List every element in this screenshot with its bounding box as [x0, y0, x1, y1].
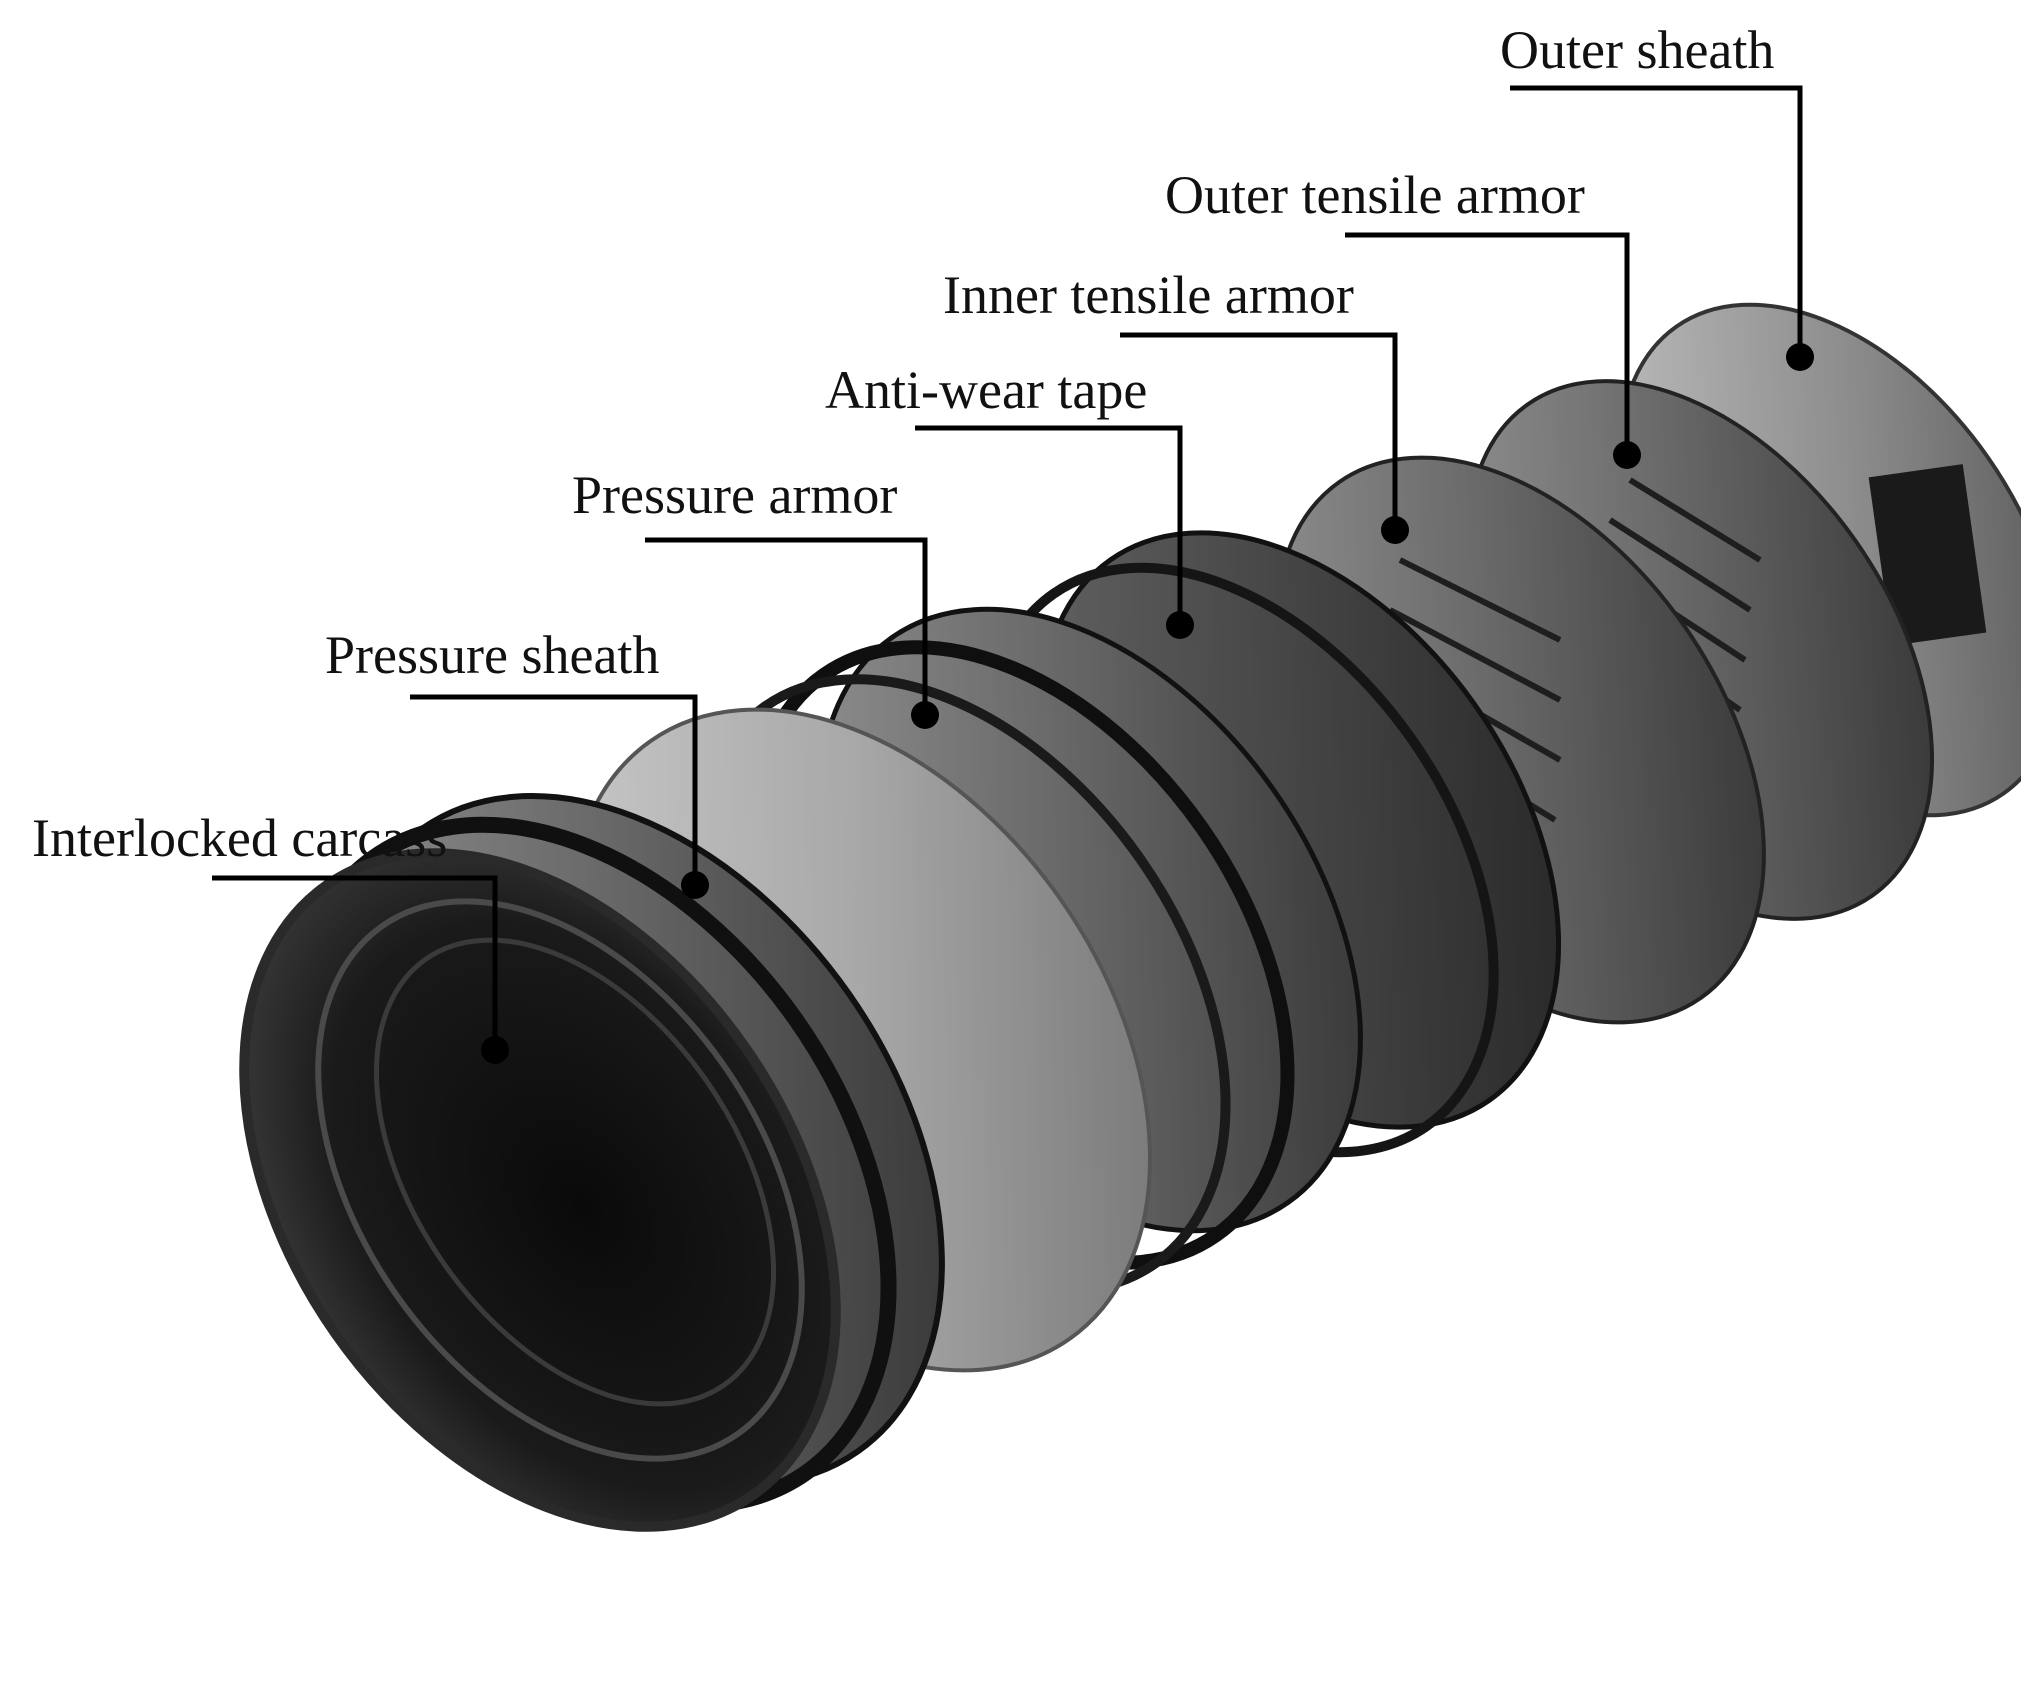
leader-pressure-armor [645, 537, 928, 710]
dot-pressure-sheath [681, 871, 709, 899]
dot-inner-tensile-armor [1381, 516, 1409, 544]
dot-outer-tensile-armor [1613, 441, 1641, 469]
label-inner-tensile-armor: Inner tensile armor [943, 265, 1354, 325]
label-outer-tensile-armor: Outer tensile armor [1165, 165, 1585, 225]
label-pressure-armor: Pressure armor [572, 465, 898, 525]
dot-pressure-armor [911, 701, 939, 729]
leader-pressure-sheath [410, 694, 698, 880]
dot-interlocked-carcass [481, 1036, 509, 1064]
dot-anti-wear-tape [1166, 611, 1194, 639]
label-pressure-sheath: Pressure sheath [325, 625, 660, 685]
leader-outer-sheath [1510, 85, 1803, 352]
label-anti-wear-tape: Anti-wear tape [825, 360, 1148, 420]
label-interlocked-carcass: Interlocked carcass [32, 808, 448, 868]
leader-dots [481, 343, 1814, 1064]
leader-inner-tensile-armor [1120, 332, 1398, 525]
leader-interlocked-carcass [212, 875, 498, 1045]
label-outer-sheath: Outer sheath [1500, 20, 1775, 80]
leader-outer-tensile-armor [1345, 232, 1630, 450]
leader-anti-wear-tape [915, 425, 1183, 620]
leader-lines [212, 85, 1803, 1045]
interlocked-carcass-layer [239, 793, 945, 1532]
dot-outer-sheath [1786, 343, 1814, 371]
